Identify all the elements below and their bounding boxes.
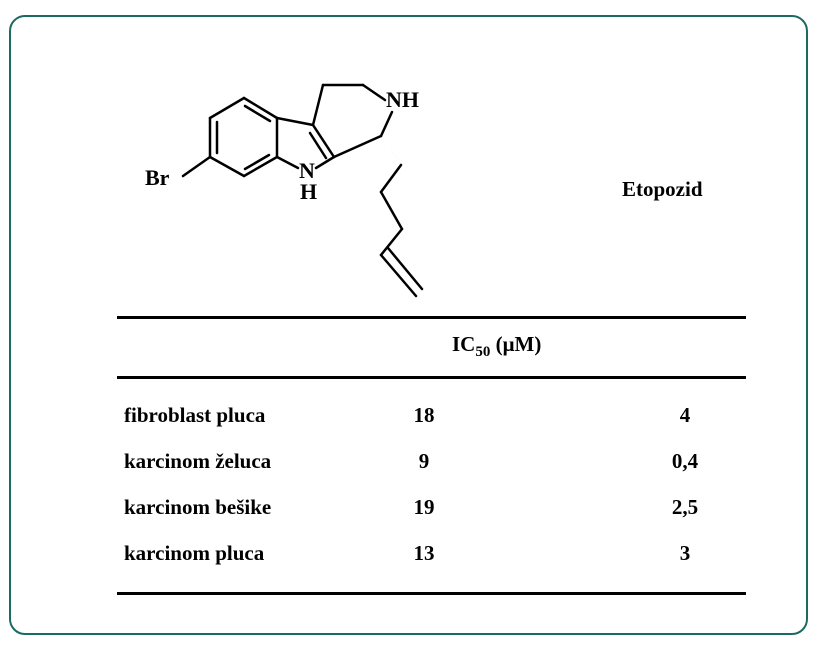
row-compound-value: 9 [418,449,430,473]
bond [208,155,246,178]
bond [379,110,394,138]
row-reference-value: 0,4 [671,449,699,473]
table-row: karcinom bešike 19 2,5 [0,495,821,523]
bond [275,155,300,170]
bond-inner [243,153,271,171]
table-header-rule [117,376,746,379]
reference-compound-label: Etopozid [622,177,703,201]
table-row: fibroblast pluca 18 4 [0,403,821,431]
bond [275,116,315,127]
row-compound-value: 18 [413,403,435,427]
row-reference-value: 3 [679,541,691,565]
row-name: karcinom pluca [124,541,265,565]
bond [208,96,246,120]
table-row: karcinom želuca 9 0,4 [0,449,821,477]
row-name: karcinom želuca [124,449,272,473]
table-row: karcinom pluca 13 3 [0,541,821,569]
row-compound-value: 13 [413,541,435,565]
nh-ring-atom-label: NH [386,87,419,112]
ic50-prefix: IC [452,332,476,356]
bond [311,123,336,159]
bond-inner [243,104,272,123]
bond [379,227,404,257]
ic50-unit: (μM) [490,332,542,356]
bond [242,155,279,178]
ic50-subscript: 50 [475,344,491,360]
row-reference-value: 2,5 [671,495,699,519]
row-compound-value: 19 [413,495,435,519]
bond-terminal [379,253,418,298]
ic50-header: IC50 (μM) [452,332,541,361]
bond [379,190,404,231]
figure-frame [9,15,808,635]
bond [314,155,336,170]
indole-h-atom-label: H [300,179,317,204]
bond [361,83,387,102]
bond-terminal-double [386,246,424,291]
row-name: karcinom bešike [124,495,272,519]
molecule-structure: Br NH N H [145,83,424,298]
table-top-rule [117,316,746,319]
bond [379,163,403,194]
bond [311,83,325,127]
bond-br [181,155,212,178]
bromine-atom-label: Br [145,165,170,190]
indole-n-atom-label: N [299,158,315,183]
table-bottom-rule [117,592,746,595]
bond [242,96,279,120]
wedge-bond [381,136,404,168]
row-name: fibroblast pluca [124,403,266,427]
bond-double [308,131,328,160]
row-reference-value: 4 [679,403,691,427]
bond [332,134,383,159]
